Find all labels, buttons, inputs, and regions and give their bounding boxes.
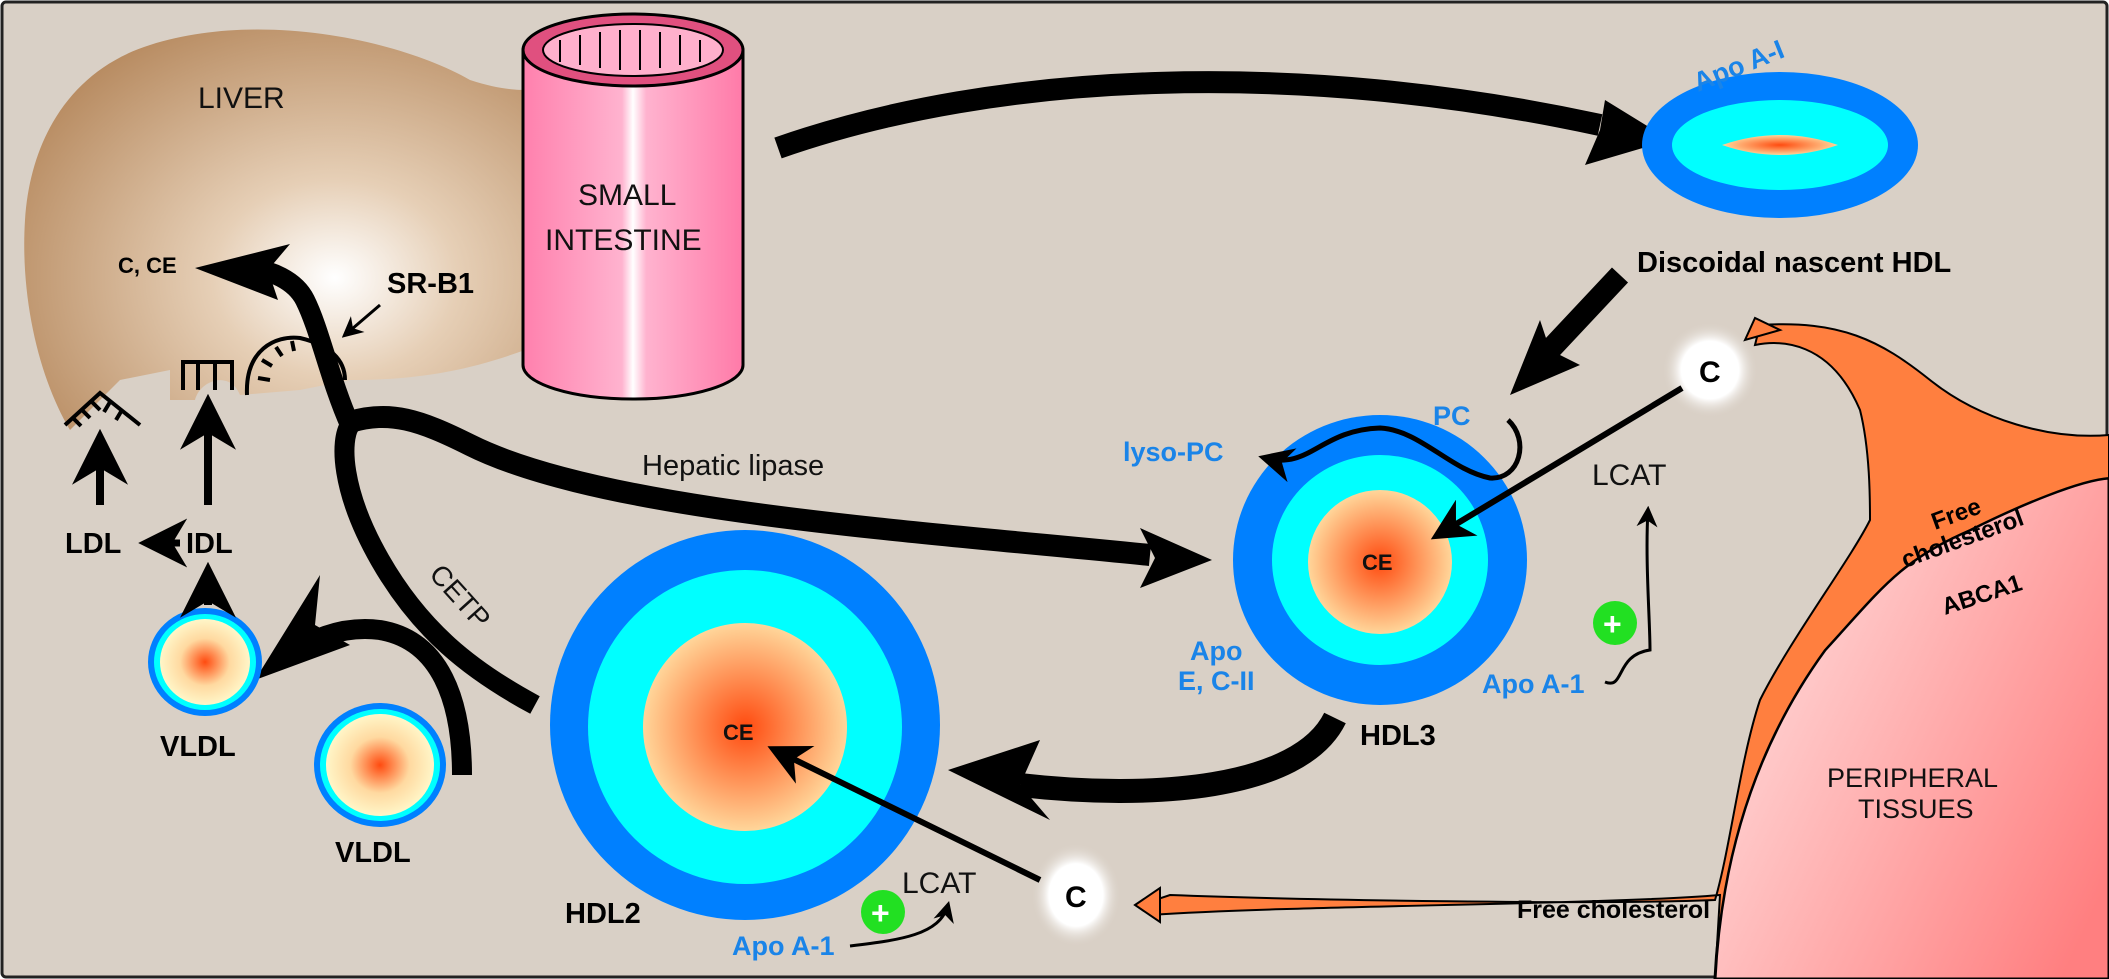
- apo-e-label-line2: E, C-II: [1178, 666, 1255, 696]
- ldl-receptor-icon: [63, 390, 142, 428]
- sr-b1-label: SR-B1: [387, 268, 474, 300]
- ldl-label: LDL: [65, 528, 121, 560]
- idl-label: IDL: [186, 528, 233, 560]
- free-cholesterol-top: C: [1430, 322, 1758, 540]
- apo-a1-activates-lcat-arrow: [1604, 505, 1658, 685]
- apo-e-label-line1: Apo: [1190, 636, 1242, 666]
- hdl2-particle: CE HDL2 Apo A-1 LCAT +: [550, 530, 976, 961]
- hdl3-ce-label: CE: [1362, 550, 1393, 575]
- cetp-exchange-arrow: [255, 575, 472, 776]
- liver: LIVER C, CE SR-B1: [24, 29, 525, 430]
- c-bottom-label: C: [1065, 881, 1087, 914]
- hdl2-label: HDL2: [565, 898, 641, 930]
- sr-b1-pointer-arrow: [341, 303, 381, 338]
- c-top-label: C: [1699, 356, 1721, 389]
- apo-a1-activates-lcat-hdl2-arrow: [849, 900, 954, 948]
- plus-badge-hdl3: +: [1593, 601, 1637, 645]
- peripheral-label-line1: PERIPHERAL: [1827, 763, 1998, 793]
- small-intestine-label-line1: SMALL: [578, 179, 676, 212]
- hdl2-ce-label: CE: [723, 720, 754, 745]
- vldl-left-particle: VLDL: [148, 608, 262, 763]
- lyso-pc-label: lyso-PC: [1123, 437, 1224, 467]
- hepatic-lipase-label: Hepatic lipase: [642, 450, 824, 482]
- vldl-idl-ldl-pathway: IDL LDL: [65, 393, 236, 618]
- vldl-left-label: VLDL: [160, 731, 236, 763]
- lcat-hdl3-label: LCAT: [1592, 459, 1666, 492]
- liver-c-ce-label: C, CE: [118, 253, 177, 278]
- hepatic-lipase-arrow: Hepatic lipase: [346, 406, 1212, 588]
- peripheral-tissues: PERIPHERAL TISSUES ABCA1: [1713, 476, 2109, 979]
- liver-label: LIVER: [198, 82, 285, 115]
- hdl3-particle: CE HDL3 PC lyso-PC Apo E, C-II Apo A-1 L…: [1123, 401, 1666, 752]
- pc-label: PC: [1433, 401, 1471, 431]
- vldl-bottom-particle: VLDL: [314, 703, 446, 869]
- peripheral-label-line2: TISSUES: [1858, 794, 1974, 824]
- plus-badge-hdl2: +: [861, 890, 905, 934]
- pc-to-lyso-pc-arrow: [1258, 418, 1523, 483]
- free-cholesterol-bottom: C: [767, 745, 1121, 947]
- free-chol-lower-label: Free cholesterol: [1517, 896, 1710, 924]
- nascent-to-hdl3-arrow: [1510, 267, 1629, 395]
- c-to-hdl2-ce-arrow: [767, 745, 1042, 883]
- vldl-bottom-label: VLDL: [335, 837, 411, 869]
- small-intestine-label-line2: INTESTINE: [545, 224, 702, 257]
- nascent-hdl-label: Discoidal nascent HDL: [1637, 247, 1951, 279]
- apo-a1-hdl3-label: Apo A-1: [1482, 669, 1585, 699]
- sr-b1-receptor-icon: [244, 335, 347, 396]
- svg-text:+: +: [871, 895, 890, 931]
- small-intestine: SMALL INTESTINE: [521, 12, 745, 401]
- hdl3-to-hdl2-arrow: [948, 712, 1346, 820]
- apo-a1-hdl2-label: Apo A-1: [732, 931, 835, 961]
- hdl3-label: HDL3: [1360, 720, 1436, 752]
- intestine-to-nascent-hdl-arrow: [774, 71, 1670, 165]
- svg-text:+: +: [1603, 606, 1622, 642]
- lcat-hdl2-label: LCAT: [902, 867, 976, 900]
- c-to-hdl3-ce-arrow: [1430, 385, 1684, 540]
- idl-receptor-icon: [181, 360, 234, 390]
